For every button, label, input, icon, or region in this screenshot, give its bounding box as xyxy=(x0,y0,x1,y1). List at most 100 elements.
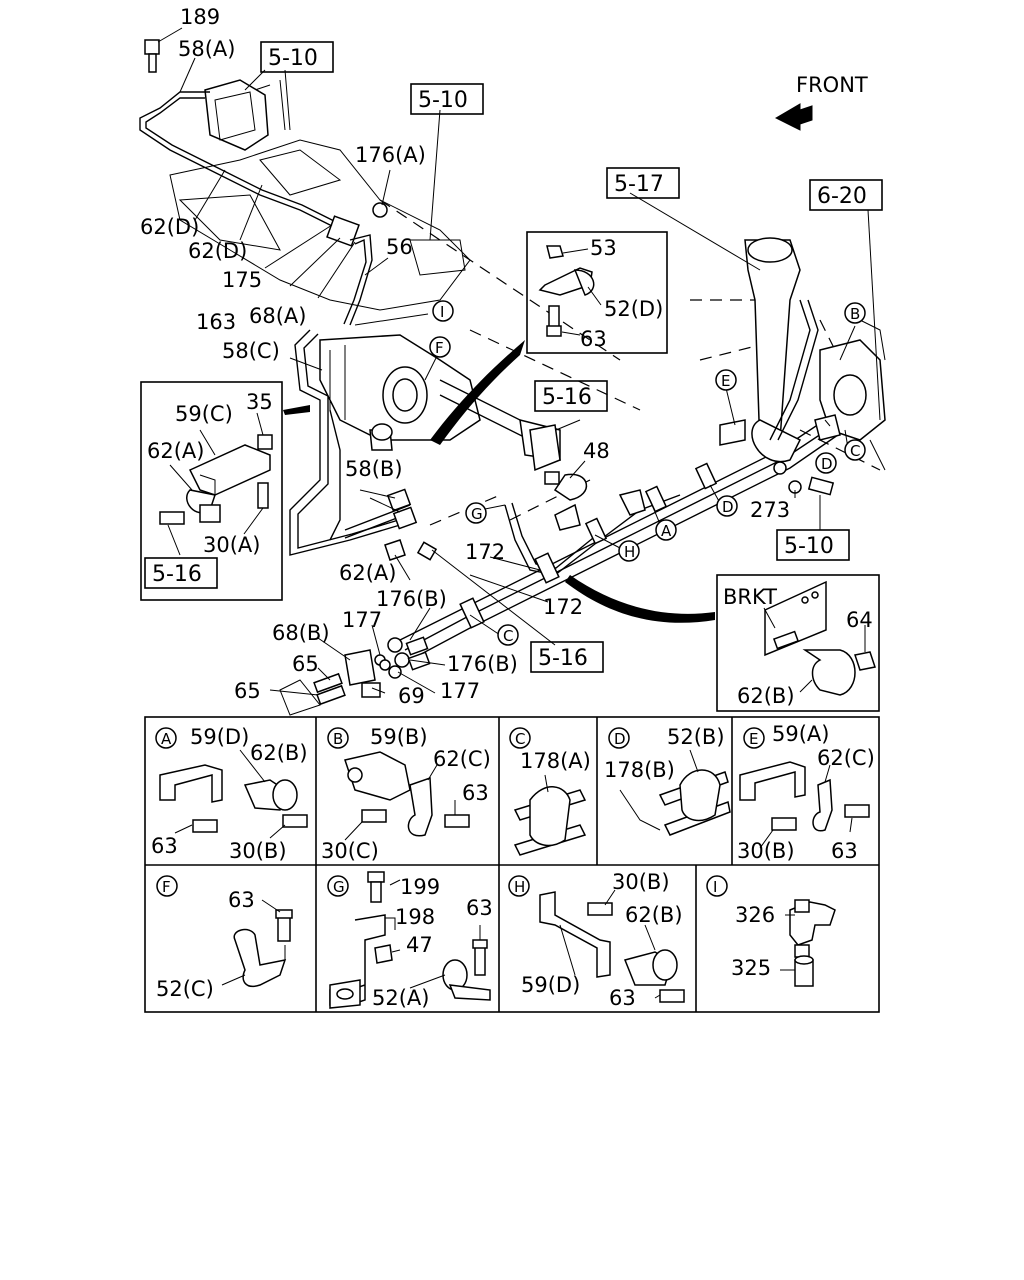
callout-A: A xyxy=(655,519,677,541)
svg-text:47: 47 xyxy=(406,933,433,957)
callout-D2: D xyxy=(716,495,738,517)
label-63-top: 63 xyxy=(580,327,607,351)
svg-text:325: 325 xyxy=(731,956,771,980)
label-62a-2: 62(A) xyxy=(339,561,396,585)
detail-H: H 30(B) 62(B) 59(D) 63 xyxy=(508,870,685,1010)
svg-text:C: C xyxy=(515,730,525,748)
hose-58a xyxy=(139,91,351,241)
svg-text:199: 199 xyxy=(400,875,440,899)
detail-C: C 178(A) xyxy=(509,727,591,856)
label-48: 48 xyxy=(583,439,610,463)
callout-G: G xyxy=(465,502,487,524)
svg-text:I: I xyxy=(713,878,717,896)
label-52d: 52(D) xyxy=(604,297,663,321)
callout-C2: C xyxy=(497,624,519,646)
main-labels: 189 58(A) 176(A) 56 62(D) 62(D) 175 163 … xyxy=(140,5,790,708)
svg-text:63: 63 xyxy=(831,839,858,863)
label-30a: 30(A) xyxy=(203,533,260,557)
svg-text:62(B): 62(B) xyxy=(625,903,683,927)
svg-text:A: A xyxy=(161,730,172,748)
svg-text:52(A): 52(A) xyxy=(372,986,429,1010)
label-65-b: 65 xyxy=(234,679,261,703)
label-177-b: 177 xyxy=(440,679,480,703)
pointer-arrow-upper xyxy=(430,340,525,445)
detail-grid: A 59(D) 62(B) 63 30(B) B 59(B) 62(C) 63 xyxy=(144,716,880,1013)
steering-column xyxy=(744,239,801,452)
ref-5-10-top: 5-10 xyxy=(268,46,318,71)
svg-text:H: H xyxy=(514,878,525,896)
detail-I: I 326 325 xyxy=(706,875,836,987)
svg-text:178(A): 178(A) xyxy=(520,749,591,773)
label-172-b: 172 xyxy=(543,595,583,619)
svg-text:B: B xyxy=(333,730,343,748)
ref-5-16-right: 5-16 xyxy=(542,385,592,410)
label-64: 64 xyxy=(846,608,873,632)
svg-text:F: F xyxy=(435,339,444,357)
svg-text:62(C): 62(C) xyxy=(433,747,491,771)
label-62d-2: 62(D) xyxy=(188,239,247,263)
label-62a-1: 62(A) xyxy=(147,439,204,463)
junction-block xyxy=(326,215,360,247)
label-176a: 176(A) xyxy=(355,143,426,167)
svg-text:62(C): 62(C) xyxy=(817,746,875,770)
svg-text:63: 63 xyxy=(228,888,255,912)
callout-H: H xyxy=(618,540,640,562)
svg-text:F: F xyxy=(162,878,171,896)
label-172-a: 172 xyxy=(465,540,505,564)
label-53: 53 xyxy=(590,236,617,260)
svg-text:E: E xyxy=(749,730,758,748)
label-273: 273 xyxy=(750,498,790,522)
svg-text:C: C xyxy=(503,627,513,645)
svg-text:63: 63 xyxy=(151,834,178,858)
detail-D: D 52(B) 178(B) xyxy=(604,725,731,836)
svg-text:C: C xyxy=(850,442,860,460)
label-163: 163 xyxy=(196,310,236,334)
ref-5-16-bottom: 5-16 xyxy=(538,646,588,671)
svg-text:B: B xyxy=(850,305,860,323)
label-65-a: 65 xyxy=(292,652,319,676)
label-62d-1: 62(D) xyxy=(140,215,199,239)
label-68a: 68(A) xyxy=(249,304,306,328)
callout-C1: C xyxy=(844,439,866,461)
svg-text:63: 63 xyxy=(609,986,636,1010)
svg-text:H: H xyxy=(624,543,635,561)
label-58b: 58(B) xyxy=(345,457,403,481)
svg-text:326: 326 xyxy=(735,903,775,927)
label-177-a: 177 xyxy=(342,608,382,632)
bracket-48 xyxy=(529,424,561,472)
svg-text:I: I xyxy=(440,303,444,321)
label-brkt: BRKT xyxy=(723,585,777,609)
label-69: 69 xyxy=(398,684,425,708)
ref-boxes: 5-10 5-10 5-17 6-20 5-16 5-16 5-10 xyxy=(260,41,883,673)
svg-text:59(D): 59(D) xyxy=(190,725,249,749)
main-assembly: FRONT xyxy=(139,5,886,716)
label-175: 175 xyxy=(222,268,262,292)
svg-text:52(B): 52(B) xyxy=(667,725,725,749)
detail-F: F 63 52(C) xyxy=(156,875,293,1001)
label-189: 189 xyxy=(180,5,220,29)
label-59c: 59(C) xyxy=(175,402,233,426)
pointer-arrow-lower xyxy=(565,575,715,623)
callout-I: I xyxy=(432,300,454,322)
label-176b-1: 176(B) xyxy=(376,587,447,611)
top-bracket xyxy=(204,79,269,151)
inset-59c: 59(C) 35 62(A) 30(A) 5-16 xyxy=(140,381,283,601)
svg-text:D: D xyxy=(614,730,626,748)
frame-outline xyxy=(169,139,471,311)
ref-5-17: 5-17 xyxy=(614,172,664,197)
callout-B: B xyxy=(844,302,866,324)
svg-text:178(B): 178(B) xyxy=(604,758,675,782)
svg-text:D: D xyxy=(722,498,734,516)
label-58c: 58(C) xyxy=(222,339,280,363)
svg-text:59(B): 59(B) xyxy=(370,725,428,749)
svg-text:G: G xyxy=(471,505,483,523)
inset-brkt: BRKT 64 62(B) xyxy=(716,574,880,712)
label-58a: 58(A) xyxy=(178,37,235,61)
callout-D1: D xyxy=(815,452,837,474)
front-label: FRONT xyxy=(796,73,868,97)
svg-text:30(B): 30(B) xyxy=(229,839,287,863)
detail-A: A 59(D) 62(B) 63 30(B) xyxy=(151,725,308,863)
svg-text:59(A): 59(A) xyxy=(772,722,829,746)
bracket-68b xyxy=(344,649,376,686)
